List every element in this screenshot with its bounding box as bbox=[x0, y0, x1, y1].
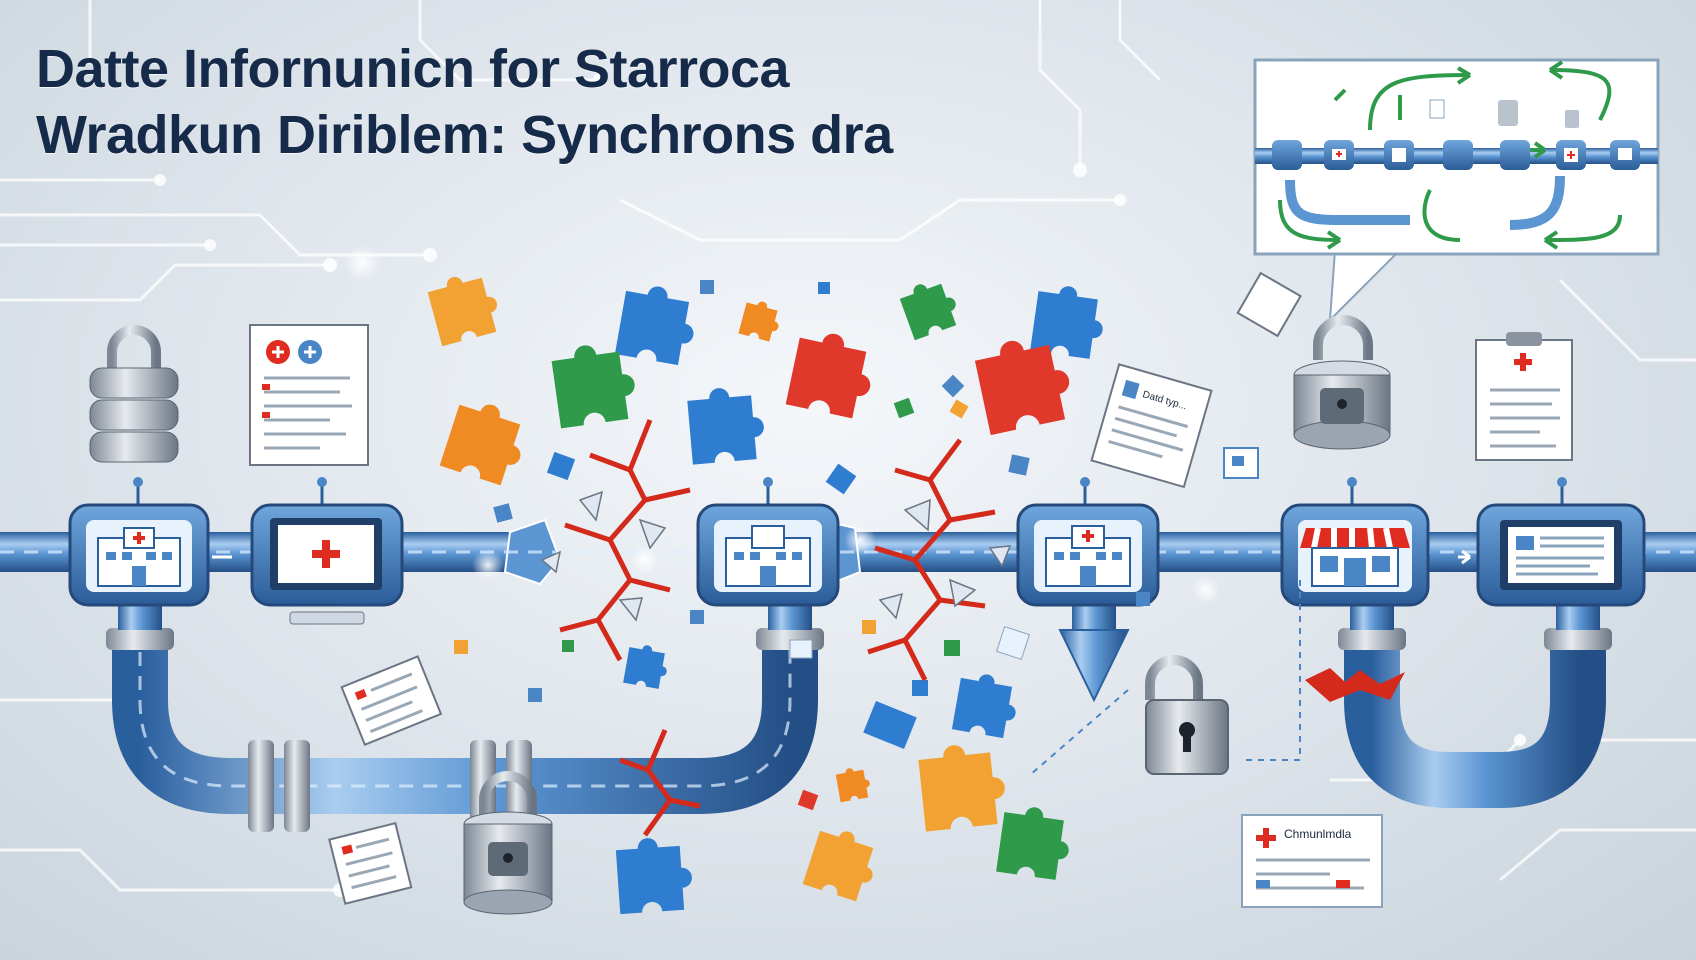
database-lock-icon bbox=[89, 325, 179, 463]
record-caption: Chmunlmdla bbox=[1284, 827, 1352, 841]
puzzle-piece-icon bbox=[1030, 286, 1103, 359]
puzzle-piece-icon bbox=[802, 830, 874, 902]
sticky-note-icon bbox=[1236, 271, 1302, 338]
puzzle-piece-icon bbox=[974, 340, 1070, 436]
database-lock-icon bbox=[463, 771, 553, 915]
title-block: Datte Infornunicn for Starroca Wradkun D… bbox=[36, 39, 893, 165]
puzzle-piece-icon bbox=[615, 838, 692, 915]
medical-monitor-icon bbox=[270, 518, 382, 625]
hospital-node bbox=[68, 477, 210, 607]
puzzle-piece-icon bbox=[835, 768, 870, 803]
puzzle-piece-icon bbox=[623, 645, 667, 689]
monitor-node bbox=[1476, 477, 1646, 607]
down-arrow-icon bbox=[1058, 629, 1130, 703]
report-monitor-icon bbox=[1500, 520, 1622, 590]
puzzle-piece-icon bbox=[687, 388, 764, 465]
shattered-fragments bbox=[454, 280, 1259, 811]
hospital-icon bbox=[1045, 525, 1131, 587]
sync-arrow-icon bbox=[1278, 60, 1622, 250]
hospital-icon bbox=[97, 527, 181, 587]
puzzle-piece-icon bbox=[918, 745, 1005, 832]
puzzle-piece-icon bbox=[951, 674, 1016, 739]
diagram-title-line-1: Datte Infornunicn for Starroca bbox=[36, 39, 790, 99]
clipboard-icon bbox=[1475, 332, 1573, 461]
puzzle-piece-icon bbox=[899, 283, 957, 341]
pipeline-nodes bbox=[68, 477, 1646, 625]
crack-icon bbox=[1305, 668, 1405, 702]
puzzle-piece-icon bbox=[738, 301, 779, 342]
database-lock-icon bbox=[1293, 315, 1391, 450]
diagram-title-line-2: Wradkun Diriblem: Synchrons dra bbox=[36, 105, 893, 165]
puzzle-piece-icon bbox=[427, 277, 497, 347]
flow-arrow-icon bbox=[1458, 549, 1471, 565]
puzzle-pieces bbox=[427, 277, 1103, 915]
puzzle-piece-icon bbox=[439, 404, 521, 486]
storefront-icon bbox=[1300, 527, 1410, 587]
pharmacy-node bbox=[1280, 477, 1430, 607]
floating-document-icon: Datd typ... bbox=[1090, 363, 1213, 489]
medical-record-icon bbox=[328, 821, 413, 905]
sync-inset-panel bbox=[1253, 58, 1660, 323]
hospital-node bbox=[1016, 477, 1160, 607]
crack-icon bbox=[559, 419, 996, 837]
medical-record-icon bbox=[249, 324, 369, 466]
monitor-node bbox=[250, 477, 404, 625]
puzzle-piece-icon bbox=[996, 807, 1069, 880]
hospital-icon bbox=[725, 525, 811, 587]
hospital-node bbox=[696, 477, 840, 607]
lock-icon bbox=[1145, 655, 1229, 775]
inset-nodes bbox=[1272, 99, 1640, 170]
puzzle-piece-icon bbox=[785, 333, 871, 419]
glow-sparks bbox=[344, 245, 1220, 604]
crack-shards bbox=[540, 490, 1012, 622]
circuit-background bbox=[0, 0, 1696, 890]
puzzle-piece-icon bbox=[551, 345, 635, 429]
medical-record-card: Chmunlmdla bbox=[1029, 580, 1383, 908]
puzzle-piece-icon bbox=[614, 286, 694, 366]
medical-record-icon bbox=[340, 655, 443, 746]
